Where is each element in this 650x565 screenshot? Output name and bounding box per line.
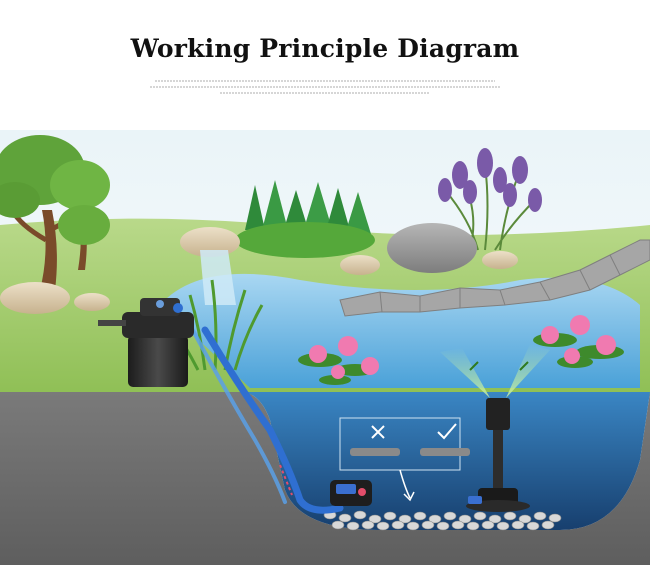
subtitle-placeholder-lines — [0, 80, 650, 98]
check-mark-icon — [437, 423, 457, 440]
water-lilies-right — [533, 315, 624, 368]
pond-diagram — [0, 130, 650, 565]
beige-rocks — [0, 227, 518, 314]
tree-left — [0, 135, 110, 290]
underwater-zone — [240, 392, 650, 530]
waterfall — [200, 250, 236, 305]
pond-illustration — [0, 130, 650, 565]
stone-edging — [339, 239, 650, 317]
gravel-bed — [323, 510, 562, 531]
cross-mark-icon — [371, 425, 385, 439]
ground-cross-section — [0, 392, 650, 565]
cypress-trees — [235, 180, 375, 258]
pressure-filter — [98, 298, 194, 387]
lavender-bush — [438, 148, 542, 251]
inlet-hose — [201, 326, 344, 514]
water-lilies-left — [298, 336, 379, 385]
fountain-nozzle — [466, 398, 530, 512]
fountain-spray — [440, 344, 550, 398]
page-title: Working Principle Diagram — [130, 34, 520, 63]
outlet-hose — [188, 323, 287, 504]
flow-indicator — [279, 464, 293, 496]
filter-comparison-inset — [339, 417, 470, 502]
grey-boulder — [387, 223, 477, 273]
flow-arrow-icon — [399, 469, 411, 499]
submersible-pump — [330, 480, 372, 506]
